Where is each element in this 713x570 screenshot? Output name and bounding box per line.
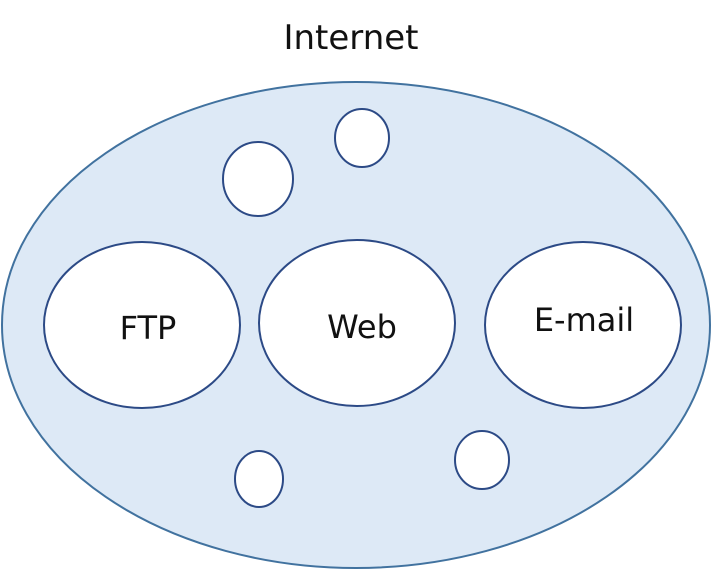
small-circle: [222, 141, 294, 217]
small-circle: [454, 430, 510, 490]
web-ellipse: [258, 239, 456, 407]
diagram-title: Internet: [283, 18, 418, 58]
web-label: Web: [327, 308, 397, 346]
ftp-node: FTP: [43, 241, 241, 409]
ftp-ellipse: [43, 241, 241, 409]
web-node: Web: [258, 239, 456, 407]
small-circle: [334, 108, 390, 168]
ftp-label: FTP: [120, 309, 177, 347]
email-label: E-mail: [534, 301, 634, 339]
small-circle: [234, 450, 284, 508]
email-node: E-mail: [484, 241, 682, 409]
email-ellipse: [484, 241, 682, 409]
